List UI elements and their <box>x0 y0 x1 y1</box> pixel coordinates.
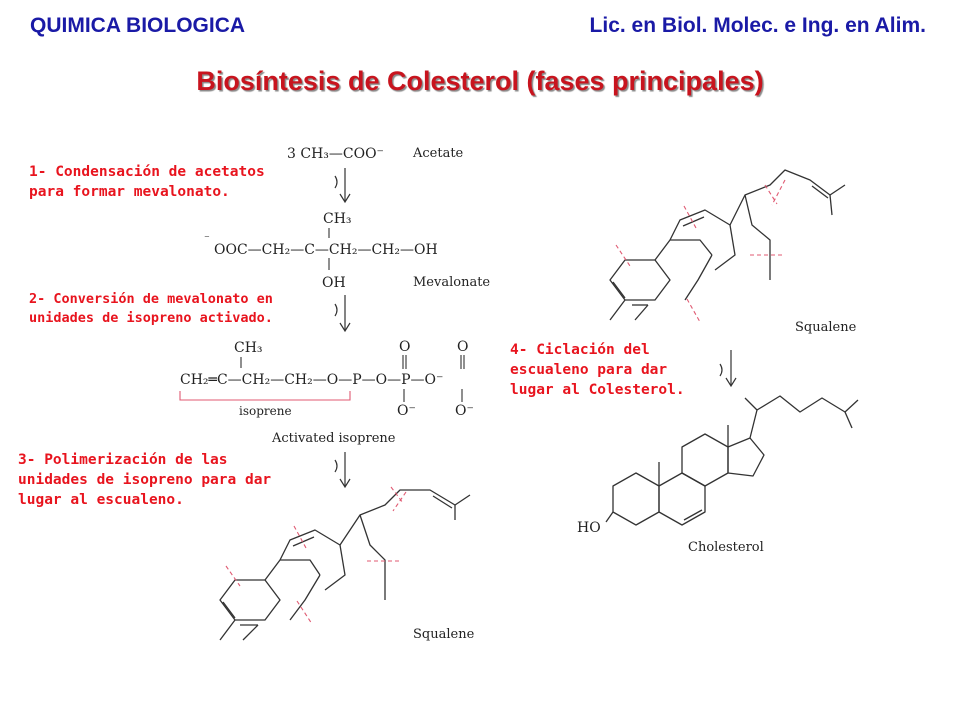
phosphate-o-bottom-2: O⁻ <box>455 403 474 419</box>
step-4-line-1: 4- Ciclación del <box>510 342 650 358</box>
squalene-label-right: Squalene <box>795 320 857 335</box>
mevalonate-ch3: CH₃ <box>323 211 352 227</box>
step-4-line-2: escualeno para dar <box>510 362 668 378</box>
cholesterol-ho: HO <box>577 520 601 536</box>
acetate-formula: 3 CH₃—COO⁻ <box>287 146 384 162</box>
step-4-text: 4- Ciclación del escualeno para dar luga… <box>510 340 685 400</box>
step-2-line-1: 2- Conversión de mevalonato en <box>29 291 273 307</box>
slide-title: Biosíntesis de Colesterol (fases princip… <box>196 66 764 96</box>
step-1-line-1: 1- Condensación de acetatos <box>29 164 265 180</box>
squalene-structure-right <box>609 169 846 321</box>
isoprene-ch3: CH₃ <box>234 340 263 356</box>
activated-isoprene-label: Activated isoprene <box>271 431 396 446</box>
mevalonate-chain: OOC—CH₂—C—CH₂—CH₂—OH <box>214 242 438 258</box>
reaction-arrow-4 <box>719 350 737 388</box>
course-header: QUIMICA BIOLOGICA <box>30 14 246 37</box>
isoprene-bracket-label: isoprene <box>239 404 292 418</box>
program-header: Lic. en Biol. Molec. e Ing. en Alim. <box>589 14 926 37</box>
squalene-cleavage-marks-bottom <box>225 486 407 625</box>
squalene-structure-bottom <box>219 489 471 641</box>
step-3-line-3: lugar al escualeno. <box>18 492 184 508</box>
step-4-line-3: lugar al Colesterol. <box>510 382 685 398</box>
step-1-text: 1- Condensación de acetatos para formar … <box>29 162 265 202</box>
step-3-text: 3- Polimerización de las unidades de iso… <box>18 450 271 510</box>
phosphate-o-top-2: O <box>457 339 468 355</box>
cholesterol-label: Cholesterol <box>688 540 764 555</box>
mevalonate-label: Mevalonate <box>413 275 490 290</box>
phosphate-o-bottom-1: O⁻ <box>397 403 416 419</box>
reaction-arrow-1 <box>334 168 351 204</box>
step-3-line-2: unidades de isopreno para dar <box>18 472 272 488</box>
cholesterol-structure <box>605 395 859 526</box>
isoprene-chain: CH₂═C—CH₂—CH₂—O—P—O—P—O⁻ <box>180 372 443 388</box>
acetate-label: Acetate <box>412 146 464 161</box>
isoprene-bracket <box>179 391 351 401</box>
mevalonate-charge: ⁻ <box>204 232 210 245</box>
step-2-line-2: unidades de isopreno activado. <box>29 309 273 326</box>
reaction-arrow-3 <box>334 452 351 489</box>
step-2-text: 2- Conversión de mevalonato en unidades … <box>29 290 273 327</box>
squalene-label-bottom: Squalene <box>413 627 475 642</box>
step-3-line-1: 3- Polimerización de las <box>18 452 228 468</box>
phosphate-o-top-1: O <box>399 339 410 355</box>
step-1-line-2: para formar mevalonato. <box>29 184 230 200</box>
mevalonate-oh: OH <box>322 275 346 291</box>
squalene-cleavage-marks-right <box>615 179 786 323</box>
reaction-arrow-2 <box>334 295 351 333</box>
